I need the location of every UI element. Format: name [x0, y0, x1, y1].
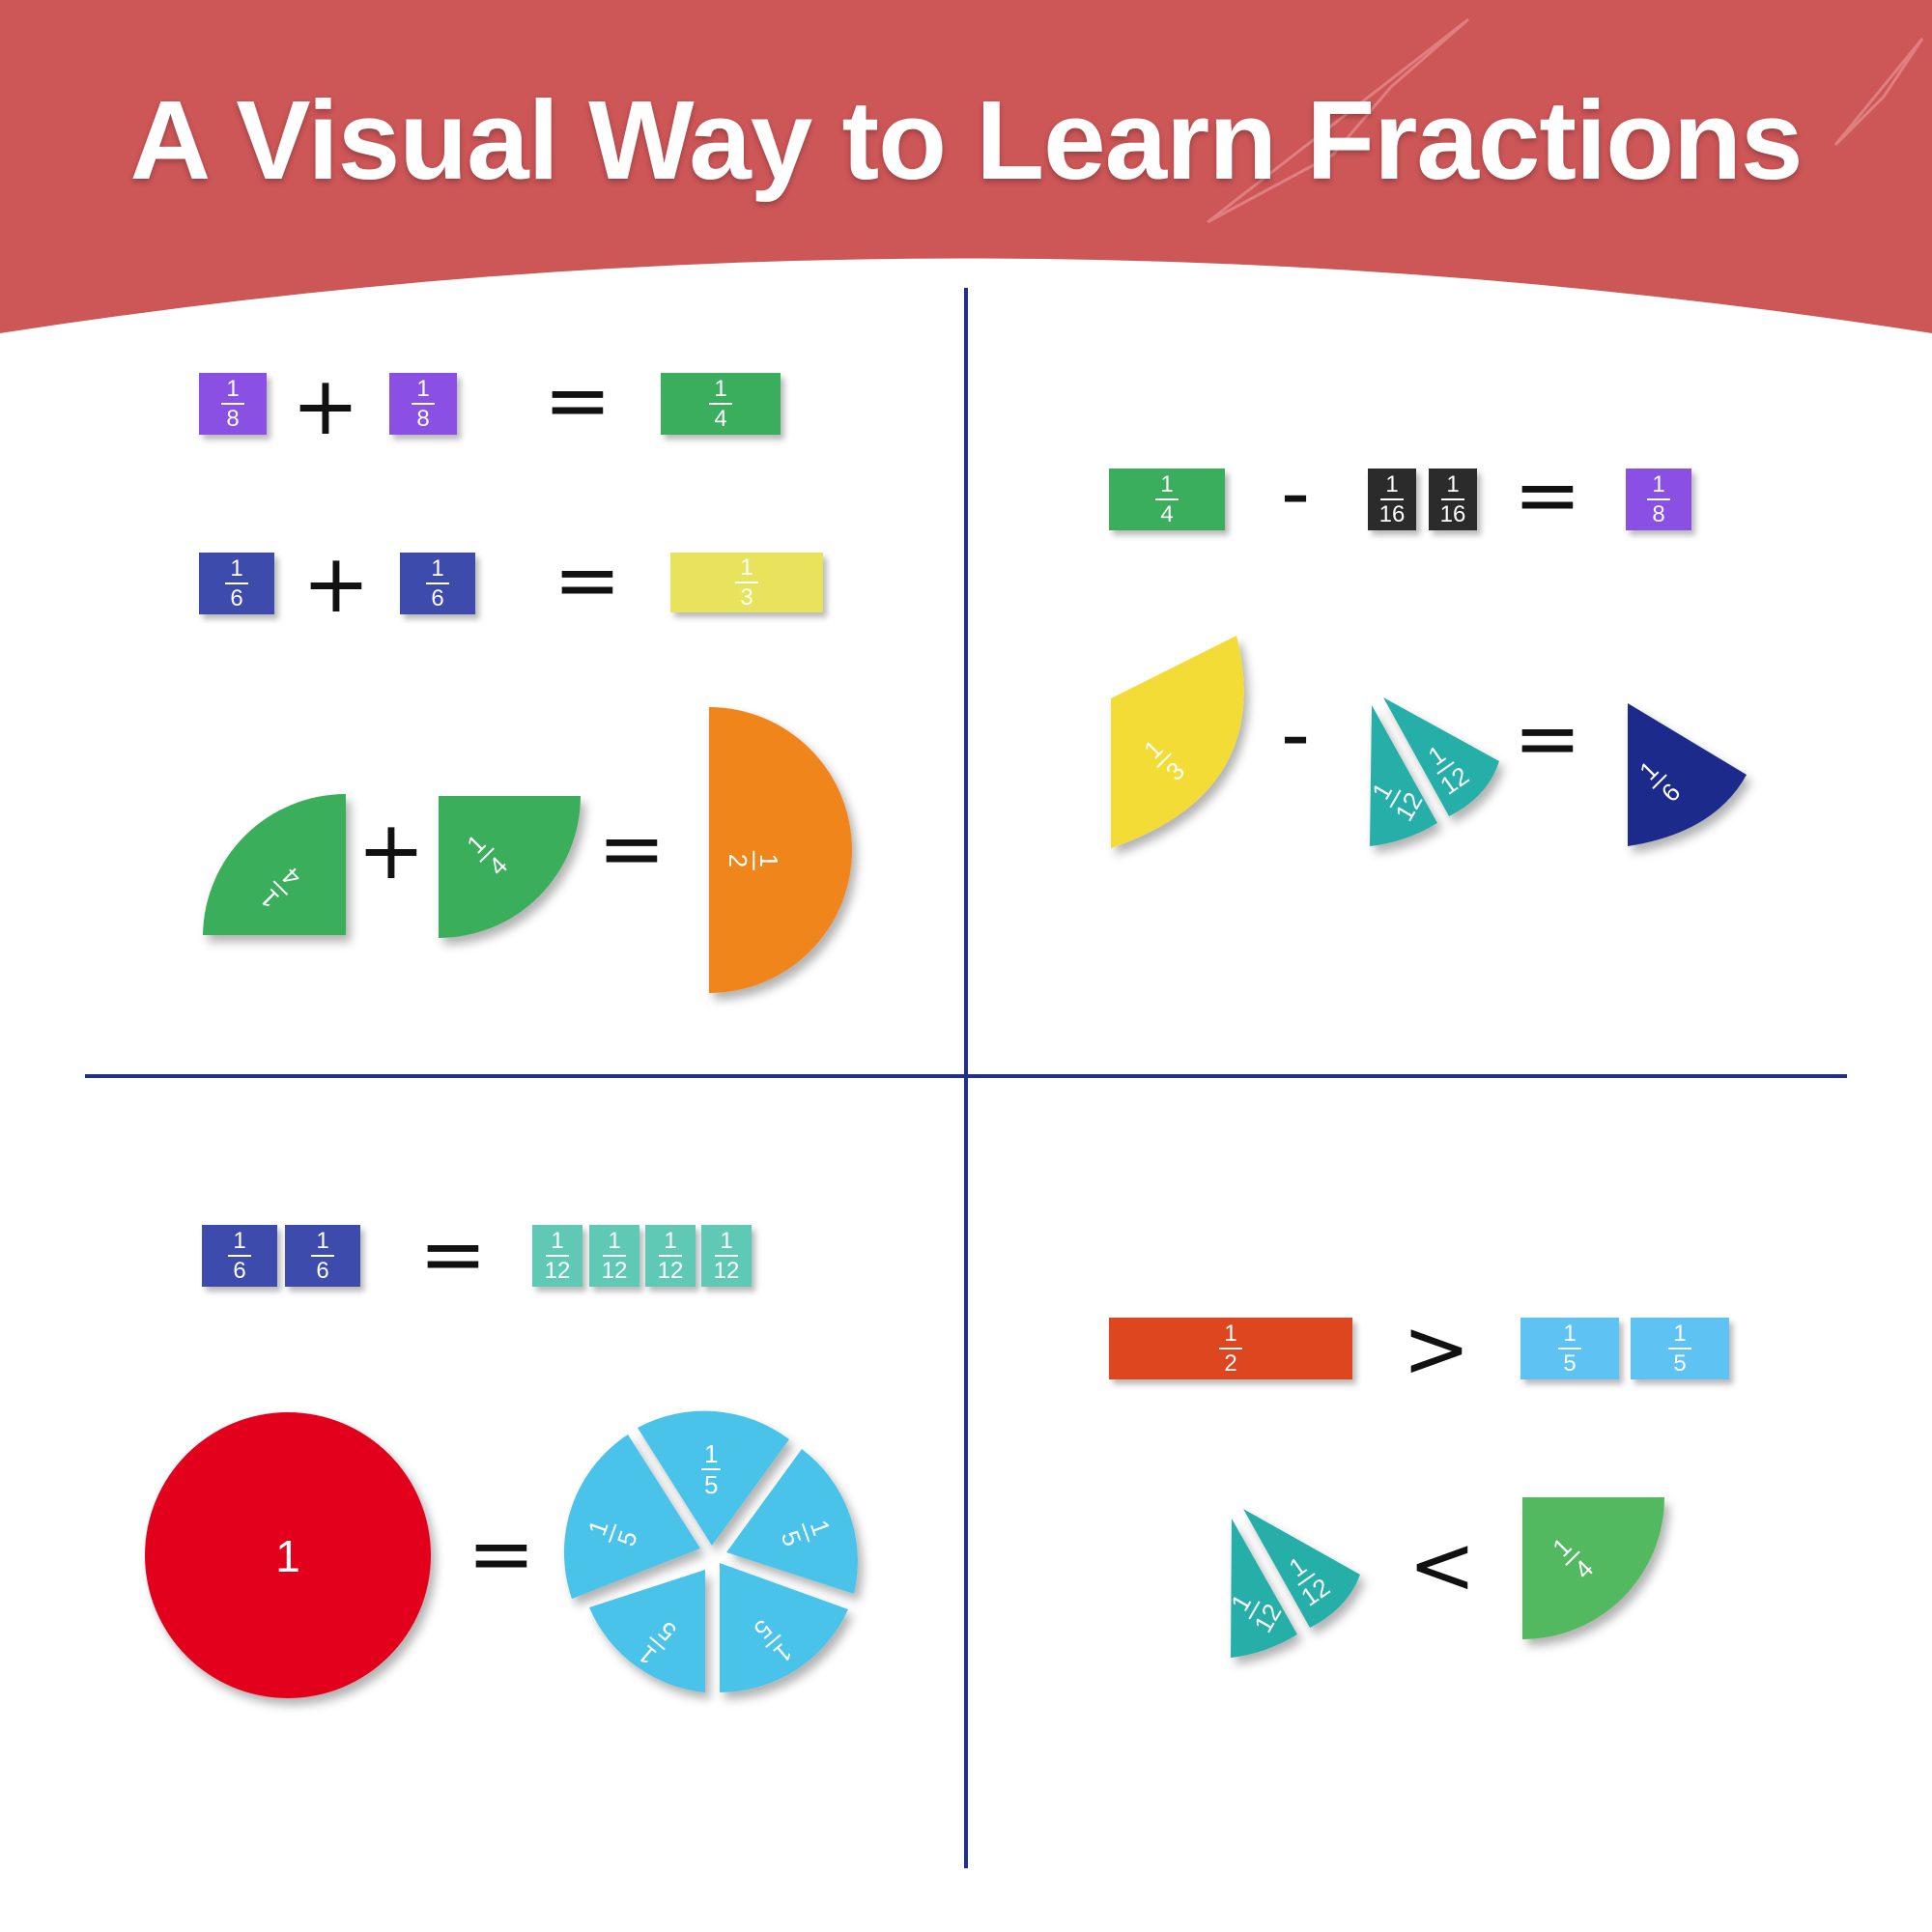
equals-sign: =	[1513, 447, 1582, 542]
equals-sign: =	[553, 532, 622, 627]
paper-plane-small-icon	[1833, 38, 1924, 147]
twelfth-wedge-piece-b	[1383, 697, 1499, 816]
banner-background	[0, 0, 1932, 333]
twelfth-wedge-piece-a	[1370, 705, 1437, 846]
third-circle-piece	[1111, 636, 1244, 848]
twelfth-wedge-piece-d	[1243, 1509, 1360, 1628]
page-title: A Visual Way to Learn Fractions	[129, 77, 1804, 203]
paper-plane-icon	[1207, 17, 1469, 224]
minus-sign: -	[1280, 687, 1311, 781]
equals-sign: =	[543, 353, 612, 447]
plus-sign: +	[301, 536, 371, 631]
quarter-circle-piece-right	[439, 796, 581, 938]
equals-sign: =	[418, 1207, 488, 1301]
whole-circle-piece	[145, 1412, 431, 1698]
equals-sign: =	[1513, 691, 1582, 785]
header-banner	[0, 0, 1932, 333]
equals-sign: =	[597, 801, 667, 895]
whole-circle-label: 1	[275, 1531, 300, 1581]
greater-than-sign: >	[1402, 1301, 1471, 1396]
vertical-divider	[964, 288, 968, 1868]
half-circle-piece	[709, 707, 852, 993]
horizontal-divider	[85, 1074, 1847, 1078]
plus-sign: +	[291, 358, 360, 453]
fifths-pie	[563, 1410, 858, 1692]
less-than-sign: <	[1407, 1518, 1477, 1612]
quarter-circle-piece-left	[203, 794, 346, 935]
twelfth-wedge-piece-c	[1231, 1519, 1297, 1658]
quarter-circle-piece-small	[1522, 1497, 1664, 1639]
plus-sign: +	[356, 803, 426, 897]
equals-sign: =	[467, 1506, 536, 1601]
minus-sign: -	[1280, 445, 1311, 540]
sixth-wedge-piece	[1628, 703, 1747, 846]
